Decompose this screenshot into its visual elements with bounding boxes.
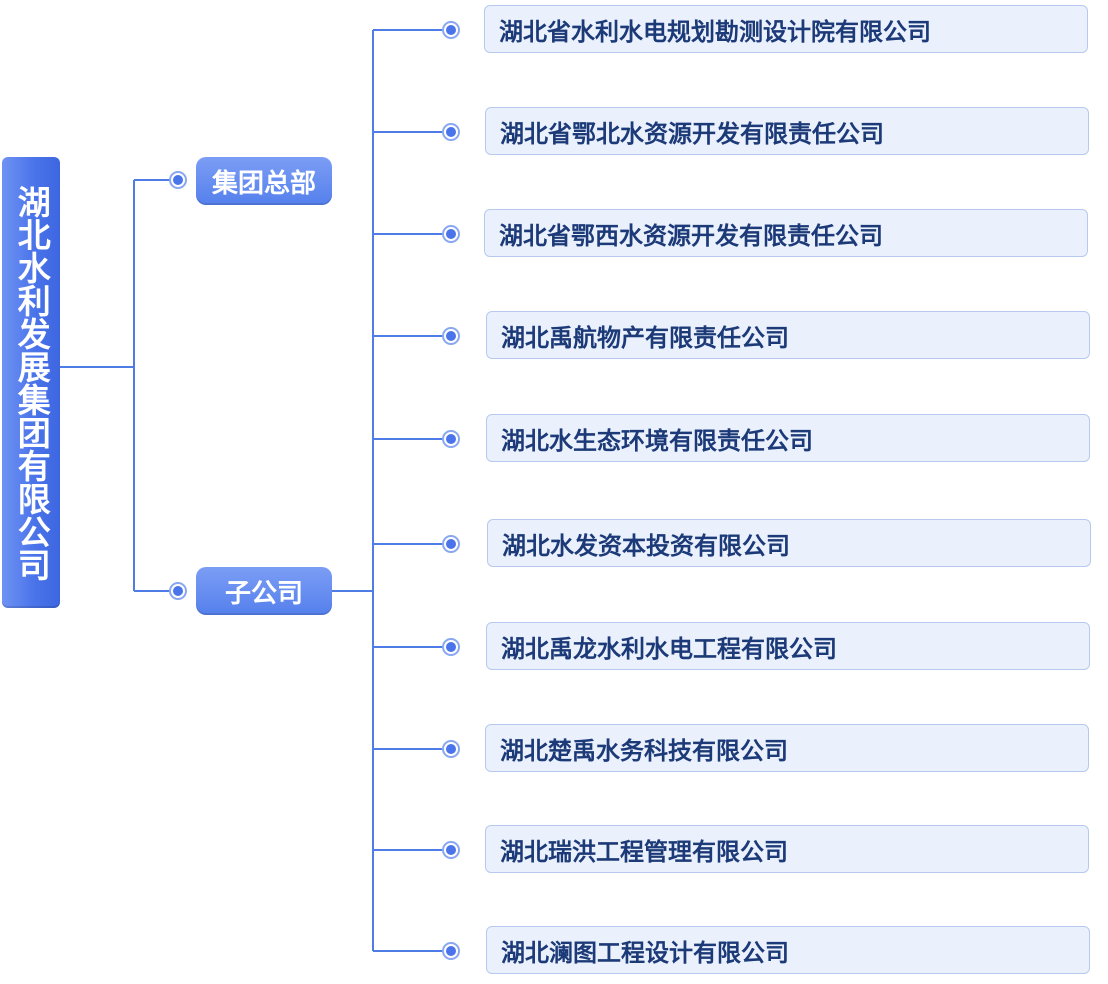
subsidiary-node-label: 湖北水发资本投资有限公司 bbox=[502, 531, 790, 560]
subsidiary-node-label: 湖北瑞洪工程管理有限公司 bbox=[500, 837, 788, 866]
subsidiary-node-label: 湖北禹龙水利水电工程有限公司 bbox=[501, 634, 837, 663]
subsidiary-node: 湖北楚禹水务科技有限公司 bbox=[485, 724, 1089, 772]
subsidiary-node: 湖北瑞洪工程管理有限公司 bbox=[485, 825, 1089, 873]
subsidiary-node: 湖北澜图工程设计有限公司 bbox=[486, 926, 1090, 974]
connector-dot-core bbox=[446, 434, 456, 444]
subsidiary-node: 湖北禹航物产有限责任公司 bbox=[486, 311, 1090, 359]
connector-dot-core bbox=[173, 586, 183, 596]
subsidiary-node: 湖北水生态环境有限责任公司 bbox=[486, 414, 1090, 462]
subsidiary-node-label: 湖北省鄂西水资源开发有限责任公司 bbox=[499, 221, 883, 250]
connector-dot-core bbox=[446, 946, 456, 956]
subsidiary-node-label: 湖北澜图工程设计有限公司 bbox=[501, 938, 789, 967]
connector-dot-core bbox=[446, 845, 456, 855]
branch-node-headquarters: 集团总部 bbox=[196, 157, 332, 205]
root-node-group-company: 湖北水利发展集团有限公司 bbox=[2, 157, 60, 608]
subsidiary-node-label: 湖北省水利水电规划勘测设计院有限公司 bbox=[499, 17, 931, 46]
subsidiary-node: 湖北省鄂北水资源开发有限责任公司 bbox=[485, 107, 1089, 155]
connector-dot-core bbox=[446, 25, 456, 35]
branch-node-label: 集团总部 bbox=[211, 168, 316, 199]
connector-dot-core bbox=[446, 229, 456, 239]
connector-dot-core bbox=[173, 175, 183, 185]
connector-dot-core bbox=[446, 642, 456, 652]
subsidiary-node: 湖北禹龙水利水电工程有限公司 bbox=[486, 622, 1090, 670]
subsidiary-node: 湖北省鄂西水资源开发有限责任公司 bbox=[484, 209, 1088, 257]
subsidiary-node-label: 湖北禹航物产有限责任公司 bbox=[501, 323, 789, 352]
branch-node-label: 子公司 bbox=[224, 578, 303, 609]
root-node-label: 湖北水利发展集团有限公司 bbox=[12, 184, 52, 581]
connector-dot-core bbox=[446, 127, 456, 137]
branch-node-subsidiaries: 子公司 bbox=[196, 567, 332, 615]
subsidiary-node-label: 湖北省鄂北水资源开发有限责任公司 bbox=[500, 119, 884, 148]
subsidiary-node: 湖北水发资本投资有限公司 bbox=[487, 519, 1091, 567]
connector-dot-core bbox=[446, 539, 456, 549]
subsidiary-node: 湖北省水利水电规划勘测设计院有限公司 bbox=[484, 5, 1088, 53]
subsidiary-node-label: 湖北楚禹水务科技有限公司 bbox=[500, 736, 788, 765]
subsidiary-node-label: 湖北水生态环境有限责任公司 bbox=[501, 426, 813, 455]
connector-dot-core bbox=[446, 744, 456, 754]
connector-dot-core bbox=[446, 331, 456, 341]
